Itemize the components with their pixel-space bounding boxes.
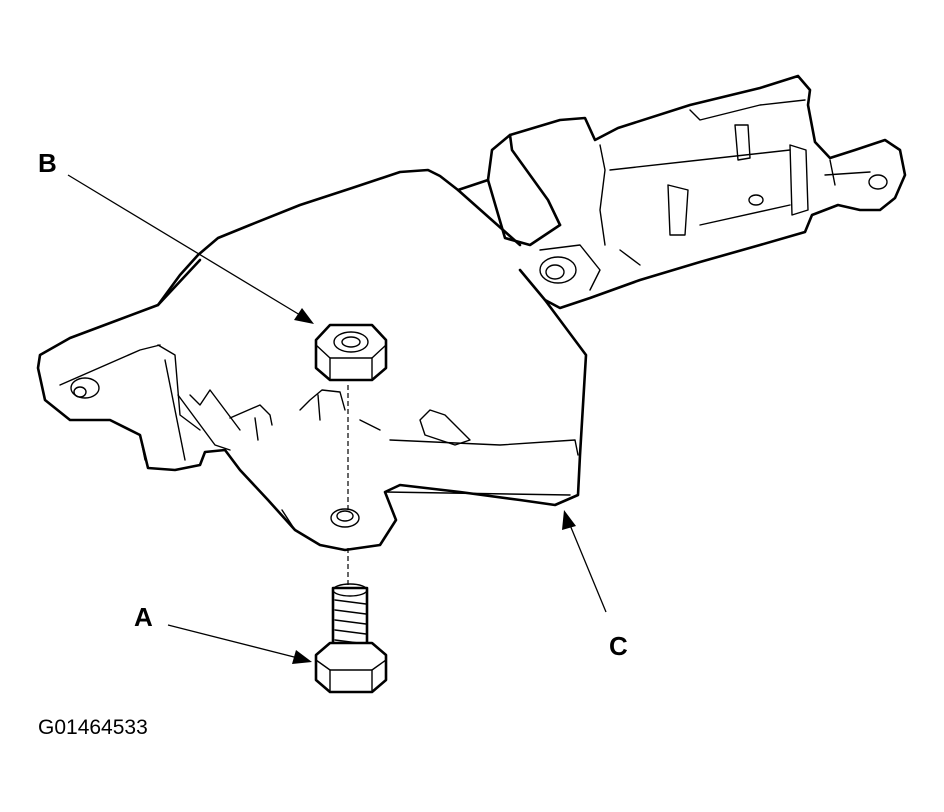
callout-label-b: B xyxy=(38,148,57,178)
leader-line-b xyxy=(67,174,314,324)
callout-label-c: C xyxy=(609,631,628,661)
leader-line-c xyxy=(562,510,607,613)
callout-label-a: A xyxy=(134,602,153,632)
bolt-a-part xyxy=(314,583,388,694)
nut-b-part xyxy=(314,323,388,382)
figure-code: G01464533 xyxy=(38,716,148,739)
leader-line-a xyxy=(167,624,312,664)
mounting-bracket xyxy=(36,74,907,552)
